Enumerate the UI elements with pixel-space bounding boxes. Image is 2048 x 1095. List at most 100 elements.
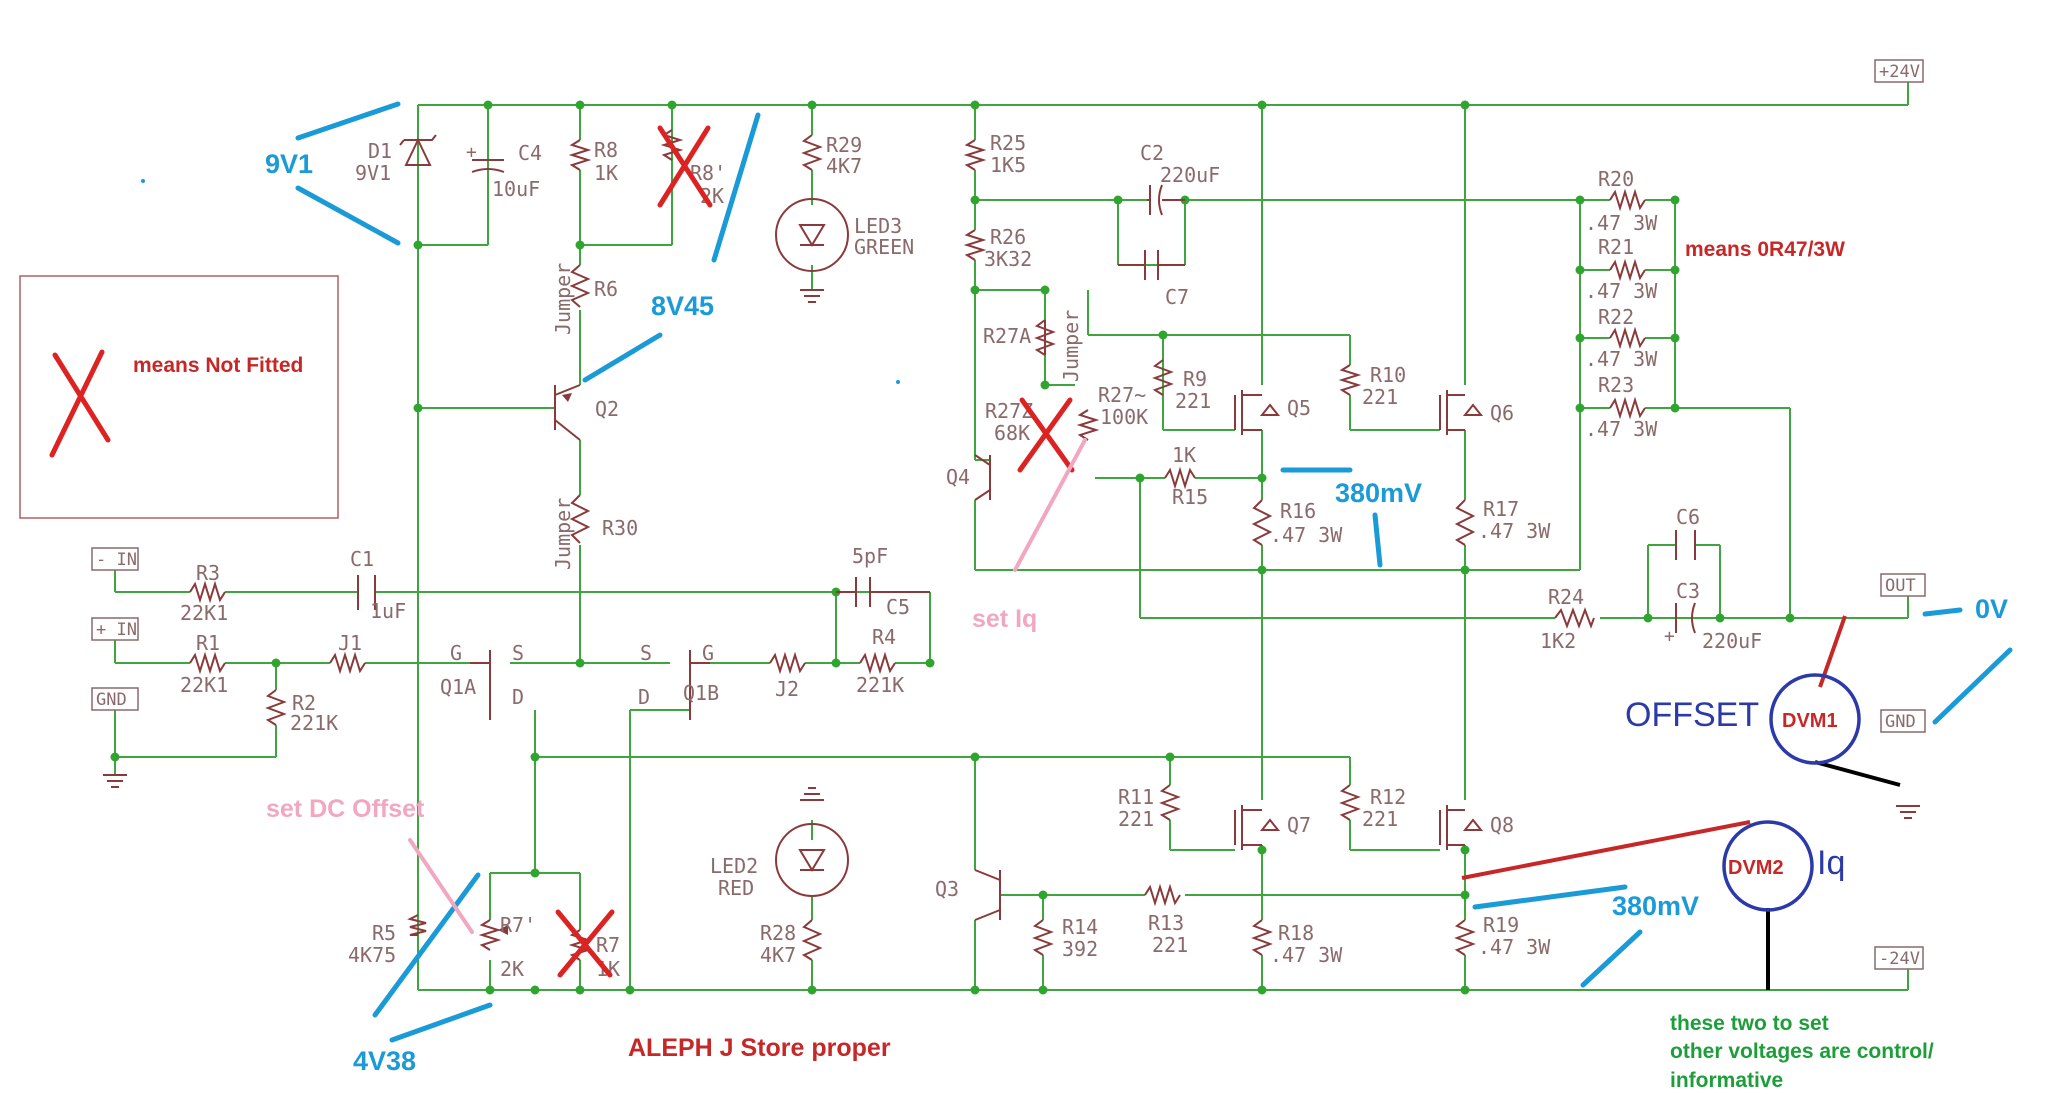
value-R27Z: 68K <box>994 421 1030 445</box>
value-R29: 4K7 <box>826 154 862 178</box>
diagram-title: ALEPH J Store proper <box>628 1034 891 1062</box>
label-R15: R15 <box>1172 485 1208 509</box>
value-R9: 221 <box>1175 389 1211 413</box>
label-R18: R18 <box>1278 921 1314 945</box>
not-fitted-marks <box>555 125 1075 978</box>
label-R25: R25 <box>990 131 1026 155</box>
value-R24: 1K2 <box>1540 629 1576 653</box>
label-Q1A-S: S <box>512 641 524 665</box>
annotation-9v1: 9V1 <box>265 149 313 179</box>
label-R24: R24 <box>1548 585 1584 609</box>
label-Q1A: Q1A <box>440 675 476 699</box>
label-Q1B-G: G <box>702 641 714 665</box>
label-LED2: LED2 <box>710 854 758 878</box>
label-R26: R26 <box>990 225 1026 249</box>
label-R5: R5 <box>372 921 396 945</box>
terminal-gnd-right: GND <box>1885 712 1916 732</box>
label-LED3: LED3 <box>854 214 902 238</box>
value-R20: .47 3W <box>1585 211 1658 235</box>
value-R15: 1K <box>1172 443 1196 467</box>
annotation-dvm1: DVM1 <box>1782 710 1838 732</box>
annotation-set-dc-offset: set DC Offset <box>266 795 425 823</box>
label-R16: R16 <box>1280 499 1316 523</box>
value-R3: 22K1 <box>180 601 228 625</box>
value-C2: 220uF <box>1160 163 1220 187</box>
label-R1: R1 <box>196 631 220 655</box>
label-Q1A-D: D <box>512 685 524 709</box>
value-C4: 10uF <box>492 177 540 201</box>
value-C5: 5pF <box>852 544 888 568</box>
label-R14: R14 <box>1062 915 1098 939</box>
value-R19: .47 3W <box>1478 935 1551 959</box>
svg-text:+: + <box>1664 626 1675 647</box>
value-R12: 221 <box>1362 807 1398 831</box>
label-R2: R2 <box>292 691 316 715</box>
value-R10: 221 <box>1362 385 1398 409</box>
value-LED3: GREEN <box>854 235 914 259</box>
value-R22: .47 3W <box>1585 347 1658 371</box>
label-R29: R29 <box>826 133 862 157</box>
label-C6: C6 <box>1676 505 1700 529</box>
label-Q1A-G: G <box>450 641 462 665</box>
svg-text:+: + <box>466 142 477 163</box>
label-C5: C5 <box>886 595 910 619</box>
label-C1: C1 <box>350 547 374 571</box>
label-Q6: Q6 <box>1490 401 1514 425</box>
value-R11: 221 <box>1118 807 1154 831</box>
label-R27: R27~ <box>1098 383 1146 407</box>
value-R28: 4K7 <box>760 943 796 967</box>
value-R8: 1K <box>594 161 618 185</box>
value-D1: 9V1 <box>355 161 391 185</box>
legend-box: means Not Fitted <box>19 275 339 519</box>
label-R12: R12 <box>1370 785 1406 809</box>
annotation-lines <box>141 101 2013 1043</box>
value-R6: Jumper <box>551 263 575 335</box>
annotation-text: 9V1 8V45 380mV 0V 4V38 380mV means 0R47/… <box>265 149 2008 1092</box>
terminal-neg24: -24V <box>1879 949 1920 969</box>
label-R13: R13 <box>1148 911 1184 935</box>
annotation-0v: 0V <box>1975 594 2008 624</box>
label-C3: C3 <box>1676 579 1700 603</box>
label-R4: R4 <box>872 625 896 649</box>
value-R13: 221 <box>1152 933 1188 957</box>
value-C1: 1uF <box>370 599 406 623</box>
annotation-dvm2: DVM2 <box>1728 857 1784 879</box>
label-R7p: R7' <box>500 913 536 937</box>
label-R28: R28 <box>760 921 796 945</box>
value-R21: .47 3W <box>1585 279 1658 303</box>
label-R19: R19 <box>1483 913 1519 937</box>
label-C2: C2 <box>1140 141 1164 165</box>
label-Q4: Q4 <box>946 465 970 489</box>
terminal-plus-in: + IN <box>96 620 137 640</box>
label-J1: J1 <box>338 631 362 655</box>
annotation-means-r47: means 0R47/3W <box>1685 238 1845 261</box>
part-labels: D1 9V1 C4 10uF R8 1K R8' 2K R29 4K7 LED3… <box>180 131 1762 981</box>
label-Q2: Q2 <box>595 397 619 421</box>
annotation-note-line1: these two to set <box>1670 1012 1829 1035</box>
annotation-note-line3: informative <box>1670 1069 1783 1092</box>
value-R2: 221K <box>290 711 338 735</box>
label-R9: R9 <box>1183 367 1207 391</box>
label-Q1B-D: D <box>638 685 650 709</box>
annotation-note-line2: other voltages are control/ <box>1670 1040 1934 1063</box>
value-C3: 220uF <box>1702 629 1762 653</box>
label-Q1B-S: S <box>640 641 652 665</box>
label-Q7: Q7 <box>1287 813 1311 837</box>
annotation-380mv-bot: 380mV <box>1612 891 1699 921</box>
value-R5: 4K75 <box>348 943 396 967</box>
value-R23: .47 3W <box>1585 417 1658 441</box>
terminal-out: OUT <box>1885 576 1916 596</box>
label-Q5: Q5 <box>1287 396 1311 420</box>
annotation-set-iq: set Iq <box>972 605 1037 633</box>
label-R11: R11 <box>1118 785 1154 809</box>
label-R27A: R27A <box>983 324 1031 348</box>
legend-text: means Not Fitted <box>133 354 303 377</box>
label-Q8: Q8 <box>1490 813 1514 837</box>
label-D1: D1 <box>368 139 392 163</box>
annotation-4v38: 4V38 <box>353 1046 416 1076</box>
value-R7p: 2K <box>500 957 524 981</box>
label-R23: R23 <box>1598 373 1634 397</box>
value-R14: 392 <box>1062 937 1098 961</box>
wires <box>114 78 1909 991</box>
